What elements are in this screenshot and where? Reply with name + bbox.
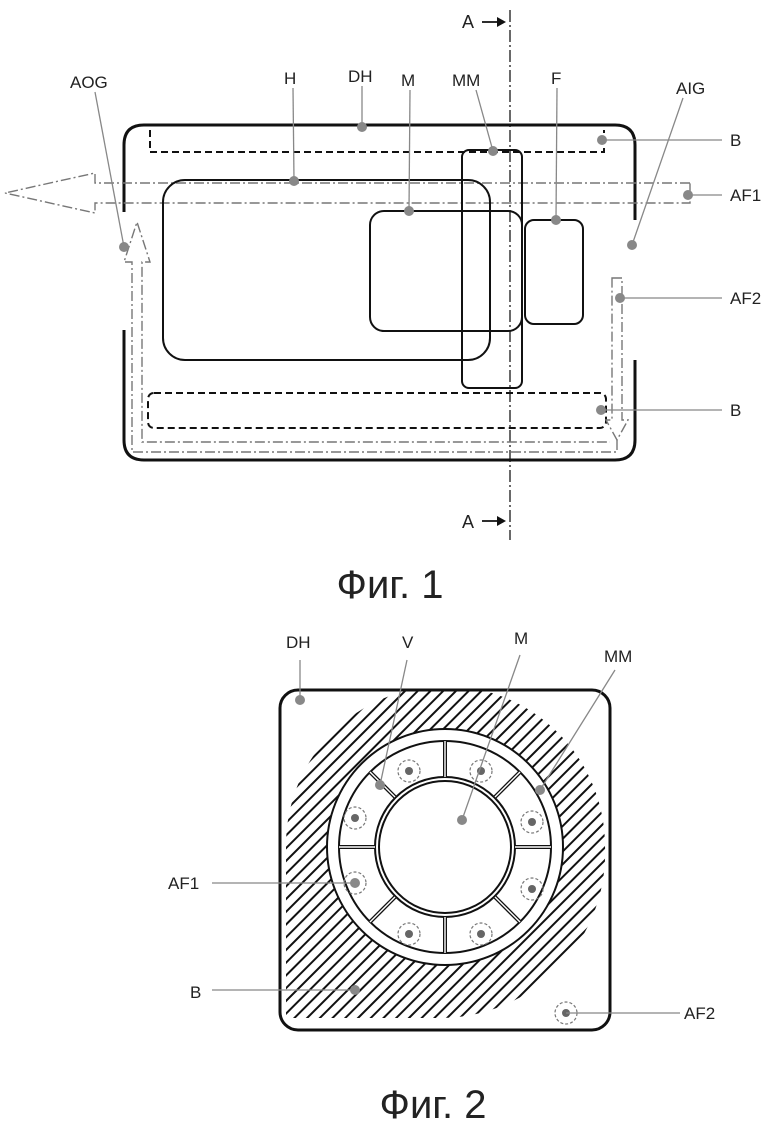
label-af2: AF2: [730, 289, 761, 308]
device-housing-dh-lower: [124, 330, 635, 460]
label-b-top: B: [730, 131, 741, 150]
baffle-b-top: [150, 130, 604, 152]
section-label-top: A: [462, 12, 474, 32]
label-aig: AIG: [676, 79, 705, 98]
section-marker-top: A: [462, 12, 506, 32]
label-dh-2: DH: [286, 633, 311, 652]
label-af1-2: AF1: [168, 874, 199, 893]
label-af1: AF1: [730, 186, 761, 205]
device-housing-dh: [124, 125, 635, 220]
section-label-bottom: A: [462, 512, 474, 532]
fan-f: [525, 220, 583, 324]
label-f: F: [551, 69, 561, 88]
figure-2-caption: Фиг. 2: [380, 1083, 487, 1127]
label-mm-2: MM: [604, 647, 632, 666]
figure-1: A A: [5, 10, 761, 607]
label-v: V: [402, 633, 414, 652]
baffle-b-bottom: [148, 393, 606, 428]
label-b-bottom: B: [730, 401, 741, 420]
label-m: M: [401, 71, 415, 90]
label-m-2: M: [514, 629, 528, 648]
heater-h: [163, 180, 490, 360]
label-b-2: B: [190, 983, 201, 1002]
figure-2: DH V M MM AF1 B AF2 Фиг. 2: [168, 629, 715, 1127]
label-aog: AOG: [70, 73, 108, 92]
label-mm: MM: [452, 71, 480, 90]
airflow-af2: [606, 278, 628, 440]
motor-mount-mm: [462, 150, 522, 388]
label-af2-2: AF2: [684, 1004, 715, 1023]
label-h: H: [284, 69, 296, 88]
label-dh: DH: [348, 67, 373, 86]
motor-m-2: [379, 781, 511, 913]
section-marker-bottom: A: [462, 512, 506, 532]
figure-1-caption: Фиг. 1: [337, 563, 444, 607]
fig1-leaders: [95, 86, 722, 415]
motor-m: [370, 211, 522, 331]
